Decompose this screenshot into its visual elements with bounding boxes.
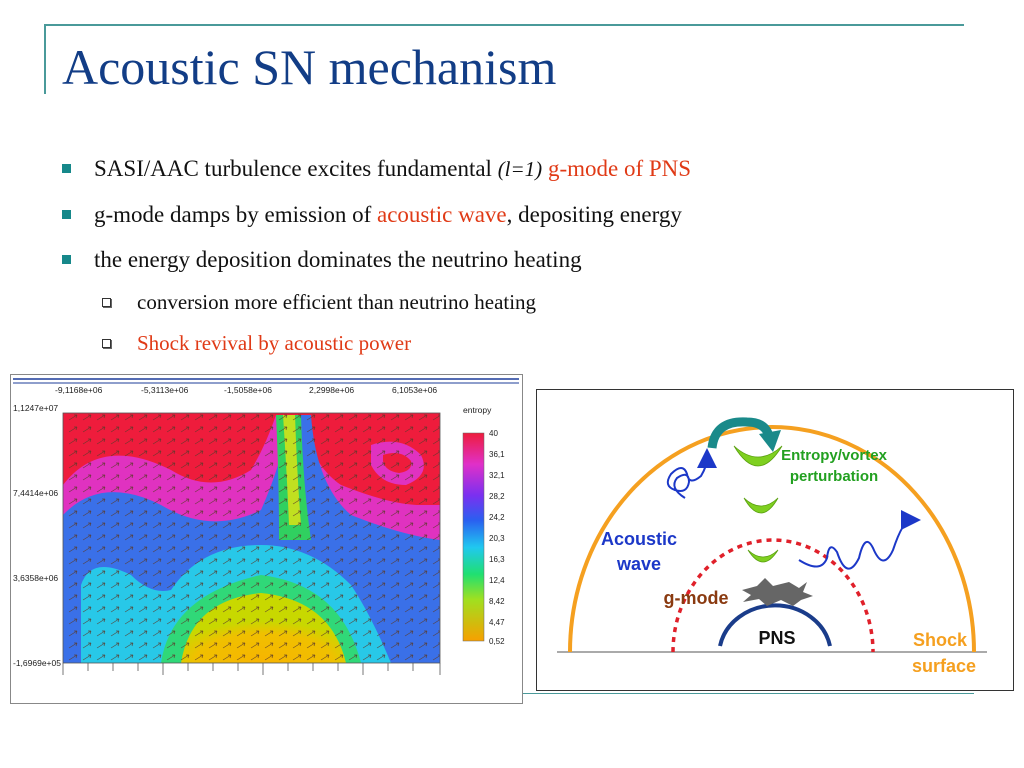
x-axis-ticks: -9,1168e+06 -5,3113e+06 -1,5058e+06 2,29… [55, 385, 437, 395]
subbullet-hollow-square-icon [102, 297, 111, 307]
subbullet-item-2: Shock revival by acoustic power [102, 331, 411, 356]
bullet-2-text: g-mode damps by emission of [94, 202, 377, 227]
curved-arrowhead-icon [759, 430, 781, 452]
gmode-dashed-arc [671, 538, 875, 653]
gmode-label: g-mode [664, 588, 729, 608]
colorbar-tick-label: 20,3 [489, 534, 505, 543]
colorbar [462, 432, 485, 642]
acoustic-label-line2: wave [616, 554, 661, 574]
subbullet-1-text: conversion more efficient than neutrino … [137, 290, 537, 314]
y-tick-label: 7,4414e+06 [13, 488, 58, 498]
crescent-icon [733, 445, 783, 467]
gmode-burst-icon [742, 578, 813, 606]
colorbar-tick-label: 36,1 [489, 450, 505, 459]
x-axis-minor-ticks [62, 663, 441, 675]
colorbar-tick-label: 8,42 [489, 597, 505, 606]
colorbar-tick-label: 16,3 [489, 555, 505, 564]
frame-top-line [44, 24, 964, 26]
subbullet-2-text: Shock revival by acoustic power [137, 331, 412, 355]
frame-left-line [44, 24, 46, 94]
x-tick-label: 2,2998e+06 [309, 385, 354, 395]
y-tick-label: 1,1247e+07 [13, 403, 58, 413]
x-tick-label: -5,3113e+06 [141, 385, 189, 395]
shock-surface-arc [568, 425, 976, 653]
y-tick-label: 3,6358e+06 [13, 573, 58, 583]
colorbar-tick-label: 32,1 [489, 471, 505, 480]
acoustic-wave-right [798, 510, 921, 570]
shock-label-line2: surface [912, 656, 976, 676]
acoustic-label-line1: Acoustic [601, 529, 677, 549]
bullet-1-highlight: g-mode of PNS [542, 156, 692, 181]
colorbar-tick-label: 40 [489, 429, 498, 438]
x-tick-label: -1,5058e+06 [224, 385, 272, 395]
x-tick-label: -9,1168e+06 [55, 385, 103, 395]
entropy-label-line1: Entropy/vortex [781, 447, 888, 464]
bullet-2-highlight: acoustic wave [377, 202, 507, 227]
entropy-label-line2: perturbation [790, 468, 878, 485]
bullet-1-text: SASI/AAC turbulence excites fundamental [94, 156, 498, 181]
acoustic-mechanism-diagram: Entropy/vortex perturbation Acoustic wav… [536, 389, 1014, 691]
subbullet-hollow-square-icon [102, 338, 111, 348]
crescent-icon [743, 497, 779, 514]
entropy-plot-svg: -9,1168e+06 -5,3113e+06 -1,5058e+06 2,29… [13, 378, 519, 675]
bullet-2-tail: , depositing energy [506, 202, 682, 227]
colorbar-tick-label: 28,2 [489, 492, 505, 501]
shock-label-line1: Shock [913, 630, 968, 650]
colorbar-title: entropy [463, 405, 492, 415]
entropy-field [63, 413, 440, 663]
pns-arc [718, 603, 832, 647]
slide-title: Acoustic SN mechanism [62, 39, 557, 95]
y-tick-label: -1,6969e+05 [13, 658, 61, 668]
curved-arrow-icon [707, 417, 774, 449]
bullet-1-math: (l=1) [497, 157, 543, 181]
colorbar-tick-label: 0,52 [489, 637, 505, 646]
bullet-square-icon [62, 164, 71, 174]
bullet-item-2: g-mode damps by emission of acoustic wav… [62, 202, 682, 228]
perturbation-crescents [733, 445, 783, 563]
plot-frame [62, 412, 441, 664]
x-tick-label: 6,1053e+06 [392, 385, 437, 395]
colorbar-tick-label: 12,4 [489, 576, 505, 585]
crescent-icon [747, 549, 779, 563]
y-axis-ticks: 1,1247e+07 7,4414e+06 3,6358e+06 -1,6969… [13, 403, 61, 668]
diagram-svg: Entropy/vortex perturbation Acoustic wav… [557, 417, 987, 676]
bullet-square-icon [62, 210, 71, 220]
colorbar-ticks: 40 36,1 32,1 28,2 24,2 20,3 16,3 12,4 8,… [489, 429, 505, 646]
colorbar-tick-label: 24,2 [489, 513, 505, 522]
pns-label: PNS [758, 628, 795, 648]
bullet-item-1: SASI/AAC turbulence excites fundamental … [62, 156, 691, 182]
bullet-square-icon [62, 255, 71, 265]
bullet-3-text: the energy deposition dominates the neut… [94, 247, 582, 272]
subbullet-item-1: conversion more efficient than neutrino … [102, 290, 536, 315]
acoustic-wave-left [666, 448, 717, 499]
bullet-item-3: the energy deposition dominates the neut… [62, 247, 582, 273]
colorbar-tick-label: 4,47 [489, 618, 505, 627]
entropy-simulation-plot: -9,1168e+06 -5,3113e+06 -1,5058e+06 2,29… [10, 374, 523, 704]
